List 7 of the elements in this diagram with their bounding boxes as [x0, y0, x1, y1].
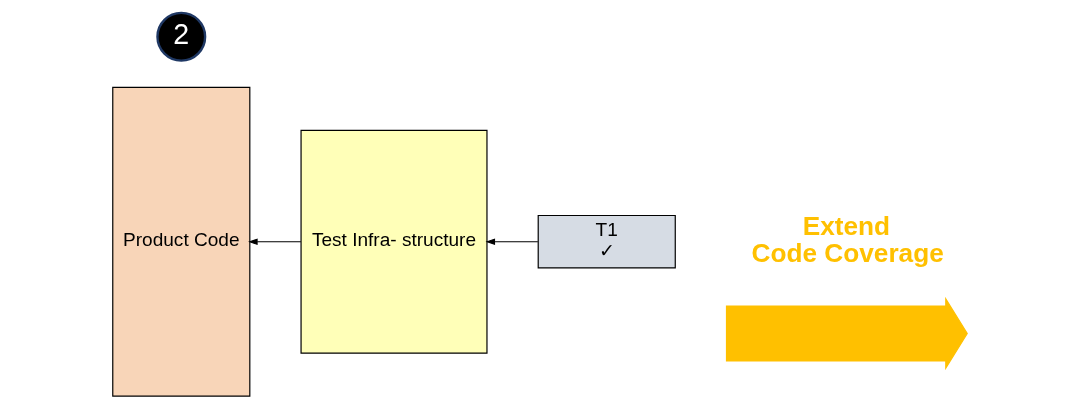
arrow: [485, 238, 538, 246]
node-box: T1 ✓: [537, 214, 676, 269]
arrow: [247, 238, 301, 246]
node-circle: 2: [155, 11, 206, 62]
node-arrow: [725, 296, 968, 371]
node-box: Test Infra- structure: [299, 129, 488, 354]
node-box: Product Code: [111, 86, 250, 397]
